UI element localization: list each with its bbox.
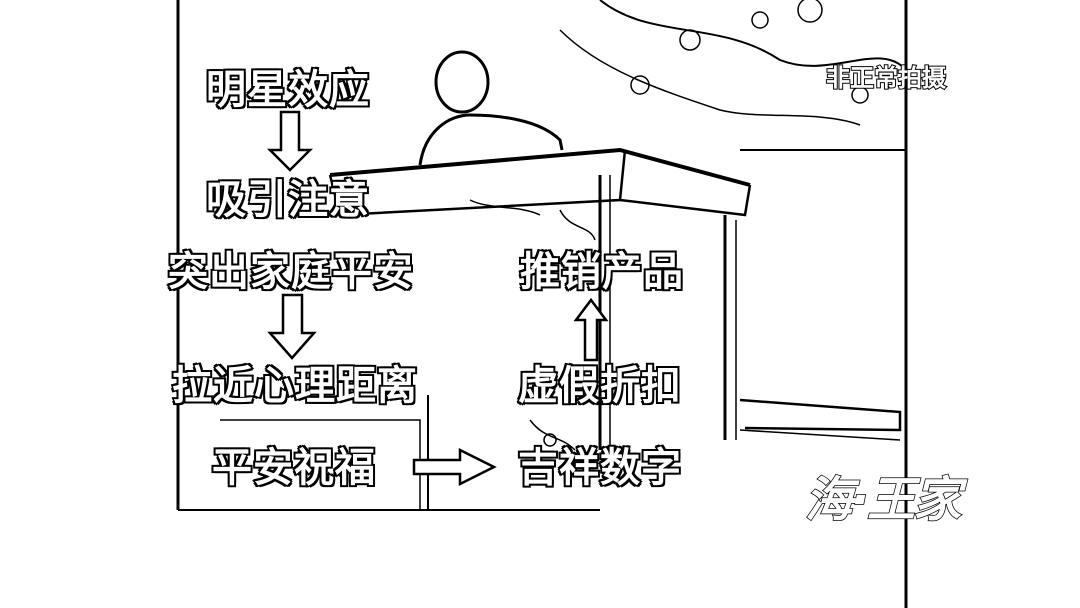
caption-lucky-number: 吉祥数字 [517, 445, 683, 492]
arrow-down-2 [267, 293, 317, 360]
arrow-down-1 [266, 110, 314, 172]
corner-note: 非正常拍摄 [825, 63, 947, 93]
arrow-up [573, 297, 609, 362]
caption-promote-product: 推销产品 [519, 249, 685, 296]
arrow-right [412, 447, 497, 487]
caption-close-distance: 拉近心理距离 [171, 363, 419, 410]
caption-highlight-family-safety: 突出家庭平安 [167, 249, 415, 296]
caption-safety-blessing: 平安祝福 [211, 445, 377, 492]
caption-fake-discount: 虚假折扣 [517, 363, 683, 410]
caption-attract-attention: 吸引注意 [205, 177, 371, 224]
logo-watermark: 海·王家 [804, 471, 962, 529]
caption-celebrity-effect: 明星效应 [205, 67, 371, 114]
